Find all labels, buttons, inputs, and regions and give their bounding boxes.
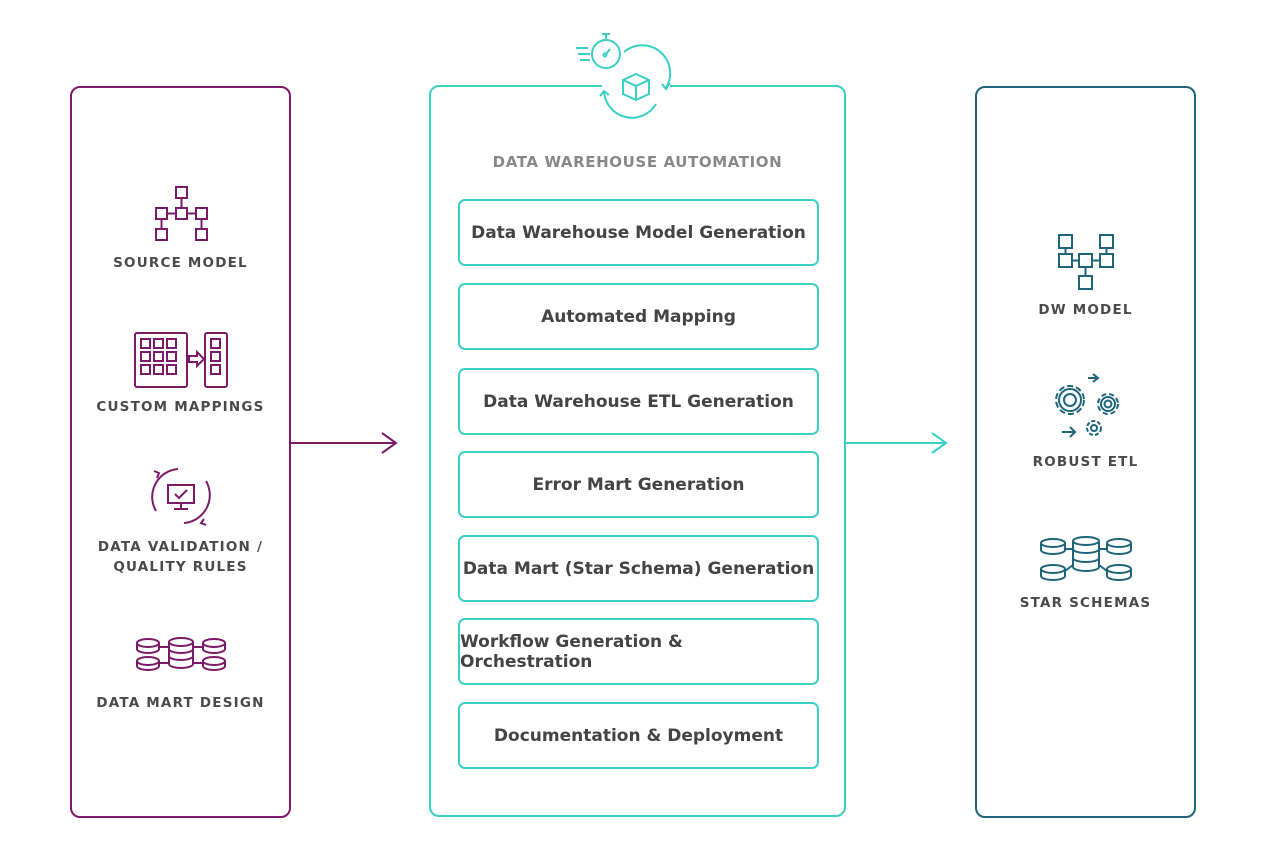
stopwatch-cube-cycle-icon (576, 33, 672, 119)
dw-model-label: DW MODEL (1038, 302, 1133, 318)
database-network-icon (135, 637, 226, 671)
target-item-robust-etl: ROBUST ETL (977, 370, 1194, 472)
target-panel: DW MODEL ROBUST ETL STAR SCHEMAS (975, 86, 1196, 818)
gears-icon (1054, 373, 1119, 438)
step-automated-mapping: Automated Mapping (458, 283, 819, 350)
source-item-source-model: SOURCE MODEL (72, 185, 289, 273)
star-schemas-label: STAR SCHEMAS (1019, 595, 1152, 611)
step-workflow-generation: Workflow Generation & Orchestration (458, 618, 819, 685)
automation-panel: DATA WAREHOUSE AUTOMATION Data Warehouse… (429, 85, 846, 817)
hierarchy-model-icon (1057, 234, 1114, 290)
automation-title: DATA WAREHOUSE AUTOMATION (492, 153, 783, 171)
data-mart-design-label: DATA MART DESIGN (96, 695, 265, 711)
grid-mapping-icon (133, 332, 228, 388)
step-dw-model-generation: Data Warehouse Model Generation (458, 199, 819, 266)
hierarchy-model-icon (154, 186, 208, 241)
step-data-mart-generation: Data Mart (Star Schema) Generation (458, 535, 819, 602)
automation-to-target-arrow (846, 432, 948, 454)
source-panel: SOURCE MODEL CUSTOM MAPPINGS DATA VALIDA… (70, 86, 291, 818)
data-validation-label: DATA VALIDATION / (97, 539, 264, 555)
source-to-automation-arrow (291, 432, 398, 454)
source-item-data-validation: DATA VALIDATION / QUALITY RULES (72, 463, 289, 577)
step-documentation-deployment: Documentation & Deployment (458, 702, 819, 769)
source-item-custom-mappings: CUSTOM MAPPINGS (72, 331, 289, 417)
monitor-check-cycle-icon (150, 468, 211, 526)
source-model-label: SOURCE MODEL (113, 255, 248, 271)
database-network-icon (1039, 536, 1132, 581)
step-error-mart-generation: Error Mart Generation (458, 451, 819, 518)
step-dw-etl-generation: Data Warehouse ETL Generation (458, 368, 819, 435)
robust-etl-label: ROBUST ETL (1032, 454, 1139, 470)
custom-mappings-label: CUSTOM MAPPINGS (96, 399, 265, 415)
target-item-dw-model: DW MODEL (977, 232, 1194, 320)
source-item-data-mart-design: DATA MART DESIGN (72, 637, 289, 713)
target-item-star-schemas: STAR SCHEMAS (977, 535, 1194, 613)
quality-rules-label: QUALITY RULES (113, 559, 248, 575)
